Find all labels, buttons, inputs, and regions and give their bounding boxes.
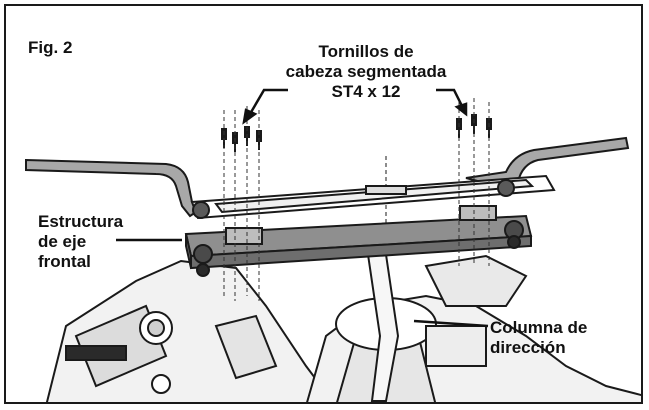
assembly-illustration — [25, 88, 641, 402]
upper-bar-frame — [25, 136, 630, 220]
screws-callout-line3: ST4 x 12 — [331, 82, 401, 101]
front-axle-callout-line1: Estructura — [38, 212, 124, 231]
screws-callout-line1: Tornillos de — [318, 42, 414, 61]
figure-label: Fig. 2 — [28, 38, 73, 57]
steering-detail — [65, 311, 173, 394]
screws-callout: Tornillos de cabeza segmentada ST4 x 12 — [256, 42, 476, 102]
steering-column-callout: Columna de dirección — [490, 318, 587, 358]
front-axle-callout-line3: frontal — [38, 252, 91, 271]
screws-callout-line2: cabeza segmentada — [285, 62, 447, 81]
alignment-lines — [223, 98, 490, 301]
steering-column-callout-line1: Columna de — [490, 318, 588, 337]
front-axle-callout: Estructura de eje frontal — [38, 212, 123, 272]
front-axle-frame — [184, 205, 533, 277]
callout-leaders — [116, 88, 489, 328]
front-axle-callout-line2: de eje — [38, 232, 87, 251]
figure-frame: Fig. 2 Tornillos de cabeza segmentada ST… — [4, 4, 643, 404]
screws-left — [221, 126, 262, 152]
steering-column-callout-line2: dirección — [490, 338, 566, 357]
